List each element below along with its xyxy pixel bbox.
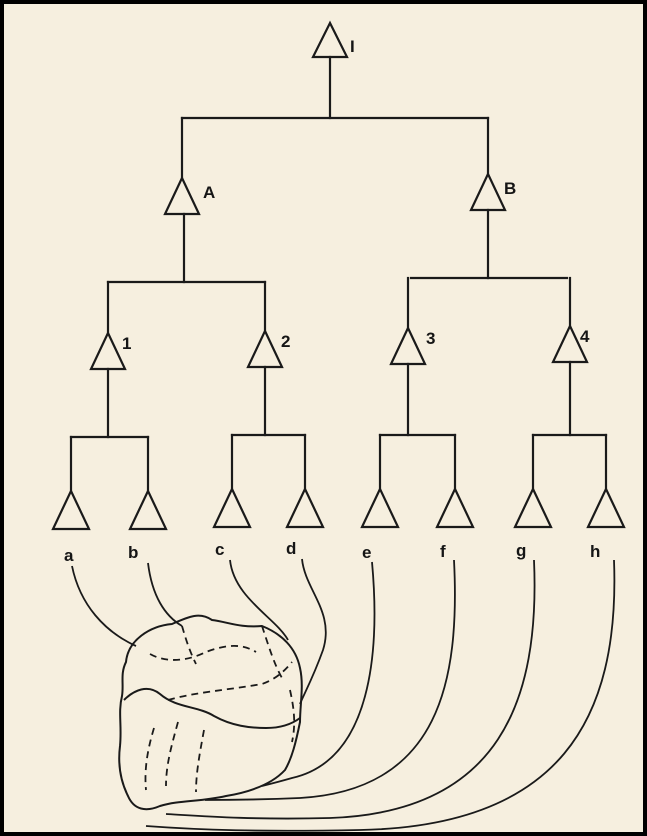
node-labels: I A B 1 2 3 4 a b c d e f g h bbox=[64, 37, 600, 565]
node-b-triangle bbox=[469, 171, 507, 212]
leaf-node-d-triangle bbox=[285, 486, 325, 529]
leaf-node-c-triangle bbox=[212, 486, 252, 529]
blob-dash-1 bbox=[149, 645, 257, 661]
leaf-node-g-triangle bbox=[513, 486, 553, 529]
blob-dash-8 bbox=[195, 729, 205, 793]
leaf-label-e: e bbox=[362, 543, 371, 562]
root-node-triangle bbox=[311, 20, 349, 59]
blob-outline bbox=[118, 614, 303, 811]
fiber-d bbox=[299, 558, 327, 705]
root-label: I bbox=[350, 37, 355, 56]
blob-dash-4 bbox=[261, 625, 283, 679]
leaf-node-a-triangle bbox=[51, 488, 91, 531]
fiber-a bbox=[71, 565, 137, 647]
leaf-label-d: d bbox=[286, 539, 296, 558]
mid-label-a: A bbox=[203, 183, 215, 202]
fiber-f bbox=[204, 559, 456, 801]
group-label-1: 1 bbox=[122, 334, 131, 353]
leaf-label-f: f bbox=[440, 542, 446, 561]
group-node-1-triangle bbox=[89, 330, 127, 371]
tree-connectors bbox=[69, 55, 608, 493]
blob-dash-6 bbox=[144, 727, 155, 791]
leaf-label-g: g bbox=[516, 541, 526, 560]
node-a-triangle bbox=[163, 175, 201, 216]
fiber-b bbox=[147, 562, 183, 627]
leaf-label-b: b bbox=[128, 543, 138, 562]
fiber-h bbox=[145, 559, 616, 832]
blob-dash-5 bbox=[289, 689, 296, 743]
leaf-label-h: h bbox=[590, 542, 600, 561]
group-label-2: 2 bbox=[281, 332, 290, 351]
tree-nodes bbox=[51, 20, 626, 531]
fiber-c bbox=[229, 559, 289, 641]
blob-dash-2 bbox=[167, 661, 293, 701]
group-label-4: 4 bbox=[580, 327, 590, 346]
group-node-2-triangle bbox=[246, 328, 284, 369]
leaf-label-c: c bbox=[215, 540, 224, 559]
leaf-node-e-triangle bbox=[360, 486, 400, 529]
blob-dash-3 bbox=[181, 625, 197, 665]
leaf-label-a: a bbox=[64, 546, 74, 565]
group-label-3: 3 bbox=[426, 329, 435, 348]
mid-label-b: B bbox=[504, 179, 516, 198]
leaf-node-h-triangle bbox=[586, 486, 626, 529]
fiber-lines bbox=[71, 558, 616, 832]
leaf-node-b-triangle bbox=[128, 488, 168, 531]
fiber-g bbox=[165, 559, 536, 820]
leaf-node-f-triangle bbox=[435, 486, 475, 529]
group-node-4-triangle bbox=[551, 323, 589, 364]
group-node-3-triangle bbox=[389, 325, 427, 366]
fiber-e bbox=[261, 561, 376, 787]
brain-blob bbox=[118, 614, 303, 811]
blob-dash-7 bbox=[165, 721, 179, 787]
blob-fold bbox=[123, 687, 301, 729]
